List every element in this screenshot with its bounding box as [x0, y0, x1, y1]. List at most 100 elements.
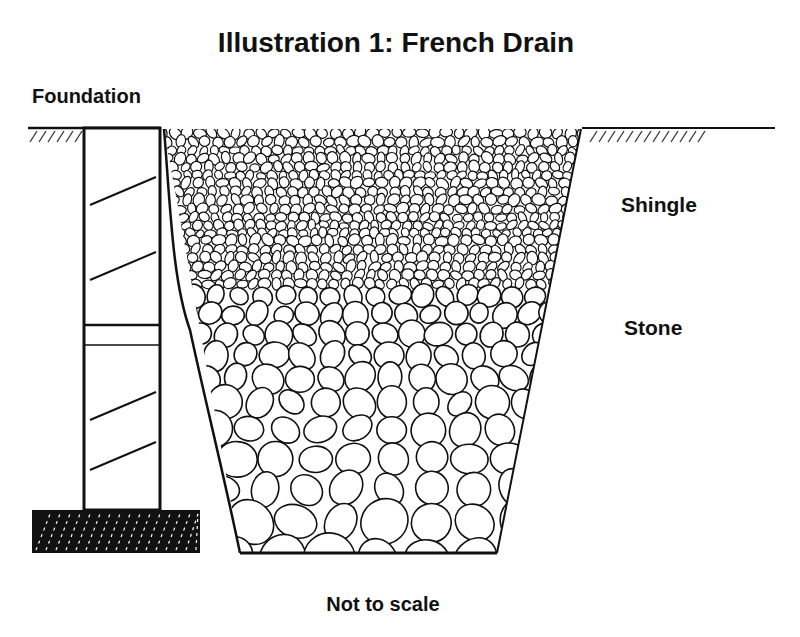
- shingle-pebble: [571, 213, 584, 223]
- shingle-pebble: [560, 250, 575, 265]
- shingle-pebble: [159, 170, 173, 183]
- shingle-pebble: [275, 212, 287, 222]
- shingle-pebble: [150, 187, 162, 198]
- stone: [156, 359, 196, 398]
- soil-tick: [48, 131, 55, 142]
- stone: [546, 341, 572, 369]
- stone: [408, 500, 455, 546]
- shingle-pebble: [154, 211, 167, 226]
- shingle-pebble: [142, 193, 158, 209]
- shingle-pebble: [153, 227, 167, 240]
- shingle-pebble: [557, 268, 571, 280]
- stone: [568, 439, 602, 476]
- footing-hatch-line: [36, 514, 50, 550]
- ground-line: [582, 127, 775, 129]
- stone: [402, 536, 452, 580]
- shingle-pebble: [161, 268, 175, 282]
- stone: [529, 441, 568, 475]
- stone: [300, 411, 340, 447]
- shingle-pebble: [592, 134, 605, 148]
- shingle-pebble: [143, 277, 157, 289]
- stone: [540, 499, 586, 546]
- stone: [540, 382, 581, 423]
- shingle-pebble: [581, 280, 594, 290]
- stone: [445, 529, 506, 590]
- shingle-pebble: [592, 268, 605, 282]
- shingle-pebble: [593, 191, 607, 207]
- shingle-pebble: [572, 227, 583, 239]
- shingle-pebble: [145, 228, 155, 239]
- soil-tick: [30, 131, 37, 142]
- stone: [276, 285, 296, 304]
- wall-hatch-line: [90, 177, 156, 205]
- footing-hatch-line: [146, 514, 160, 550]
- stone: [274, 385, 309, 419]
- shingle-pebble: [154, 258, 171, 274]
- stone: [532, 464, 580, 511]
- soil-tick: [671, 131, 678, 142]
- soil-tick: [39, 131, 46, 142]
- stone: [184, 502, 229, 540]
- shingle-pebble: [309, 135, 322, 148]
- shingle-pebble: [144, 241, 158, 256]
- drain-fill: [138, 123, 622, 592]
- shingle-pebble: [271, 144, 284, 155]
- stone: [155, 317, 191, 354]
- shingle-pebble: [154, 278, 167, 290]
- shingle-pebble: [594, 186, 606, 197]
- shingle-pebble: [454, 203, 469, 216]
- shingle-pebble: [386, 152, 398, 163]
- shingle-pebble: [198, 270, 212, 278]
- shingle-pebble: [583, 212, 593, 223]
- stone: [338, 410, 377, 447]
- shingle-pebble: [149, 266, 165, 282]
- footing-hatch-line: [106, 514, 120, 550]
- shingle-pebble: [584, 170, 595, 181]
- soil-tick: [698, 131, 705, 142]
- stone: [377, 385, 407, 419]
- stone: [206, 529, 261, 585]
- stone: [161, 409, 198, 449]
- footing-hatch-line: [196, 514, 198, 550]
- stone: [141, 336, 178, 373]
- soil-tick: [599, 131, 606, 142]
- shingle-pebble: [148, 251, 164, 264]
- shingle-pebble: [238, 233, 248, 246]
- stone: [524, 357, 565, 397]
- shingle-pebble: [155, 161, 167, 173]
- shingle-pebble: [142, 125, 157, 142]
- shingle-pebble: [557, 278, 572, 290]
- stone: [138, 437, 181, 481]
- footing-hatch-line: [156, 514, 170, 550]
- shingle-pebble: [576, 127, 587, 140]
- stone: [576, 465, 622, 512]
- footing-hatch-line: [186, 514, 198, 550]
- footing-hatch: [36, 514, 198, 550]
- wall-hatch-line: [90, 442, 156, 470]
- shingle-pebble: [423, 176, 436, 189]
- shingle-pebble: [562, 227, 575, 240]
- stone: [299, 529, 359, 589]
- shingle-pebble: [154, 194, 169, 205]
- stone: [377, 416, 407, 443]
- stone: [517, 338, 549, 370]
- stone: [285, 366, 314, 392]
- shingle-pebble: [148, 135, 164, 149]
- stone: [251, 527, 313, 592]
- stone: [522, 412, 554, 449]
- stone: [488, 338, 520, 370]
- shingle-pebble: [540, 212, 547, 222]
- shingle-pebble: [142, 259, 157, 275]
- soil-tick: [644, 131, 651, 142]
- foundation-footing: [32, 510, 200, 553]
- shingle-pebble: [556, 261, 570, 273]
- shingle-pebble: [588, 250, 597, 264]
- soil-tick: [680, 131, 687, 142]
- shingle-pebble: [581, 176, 596, 188]
- wall-joint: [84, 344, 160, 346]
- shingle-pebble: [362, 177, 375, 187]
- shingle-pebble: [581, 219, 591, 231]
- shingle-pebble: [150, 234, 164, 245]
- shingle-pebble: [593, 278, 608, 292]
- soil-tick: [617, 131, 624, 142]
